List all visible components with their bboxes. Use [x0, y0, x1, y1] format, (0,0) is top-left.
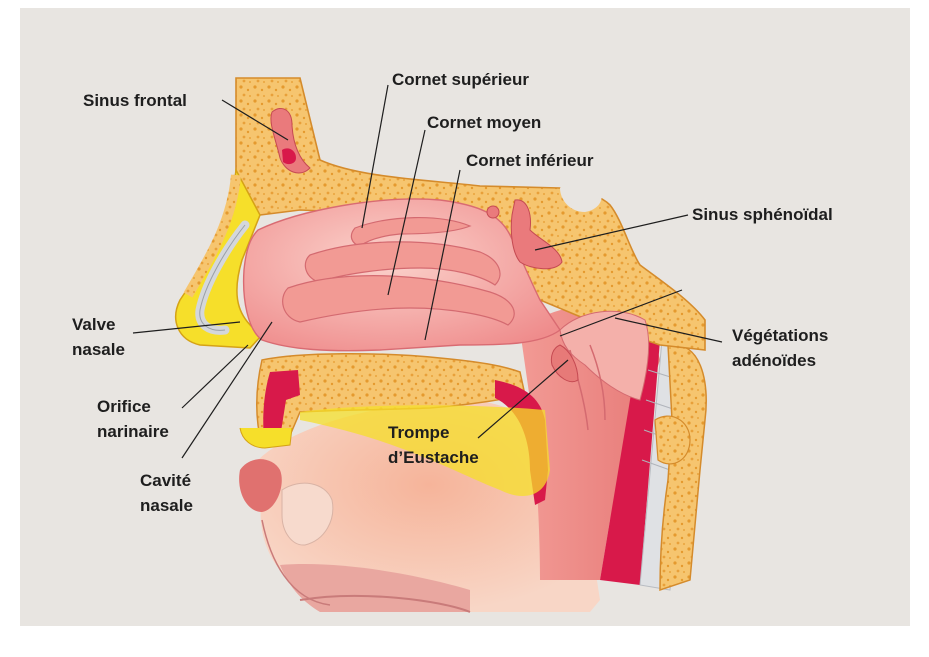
- label-vegetations-line1: Végétations: [732, 326, 828, 345]
- label-sinus-sphenoidal: Sinus sphénoïdal: [692, 205, 833, 224]
- label-cornet-inferieur: Cornet inférieur: [466, 151, 594, 170]
- label-sinus-frontal: Sinus frontal: [83, 91, 187, 110]
- label-cavite-nasale-line2: nasale: [140, 496, 193, 515]
- label-orifice-narinaire-line1: Orifice: [97, 397, 151, 416]
- label-trompe-eustache-line1: Trompe: [388, 423, 449, 442]
- label-orifice-narinaire-line2: narinaire: [97, 422, 169, 441]
- label-vegetations-line2: adénoïdes: [732, 351, 816, 370]
- label-cavite-nasale-line1: Cavité: [140, 471, 191, 490]
- label-cornet-superieur: Cornet supérieur: [392, 70, 529, 89]
- leader-orifice-narinaire: [182, 345, 248, 408]
- label-cornet-moyen: Cornet moyen: [427, 113, 541, 132]
- label-valve-nasale-line2: nasale: [72, 340, 125, 359]
- label-trompe-eustache-line2: d’Eustache: [388, 448, 479, 467]
- label-valve-nasale-line1: Valve: [72, 315, 116, 334]
